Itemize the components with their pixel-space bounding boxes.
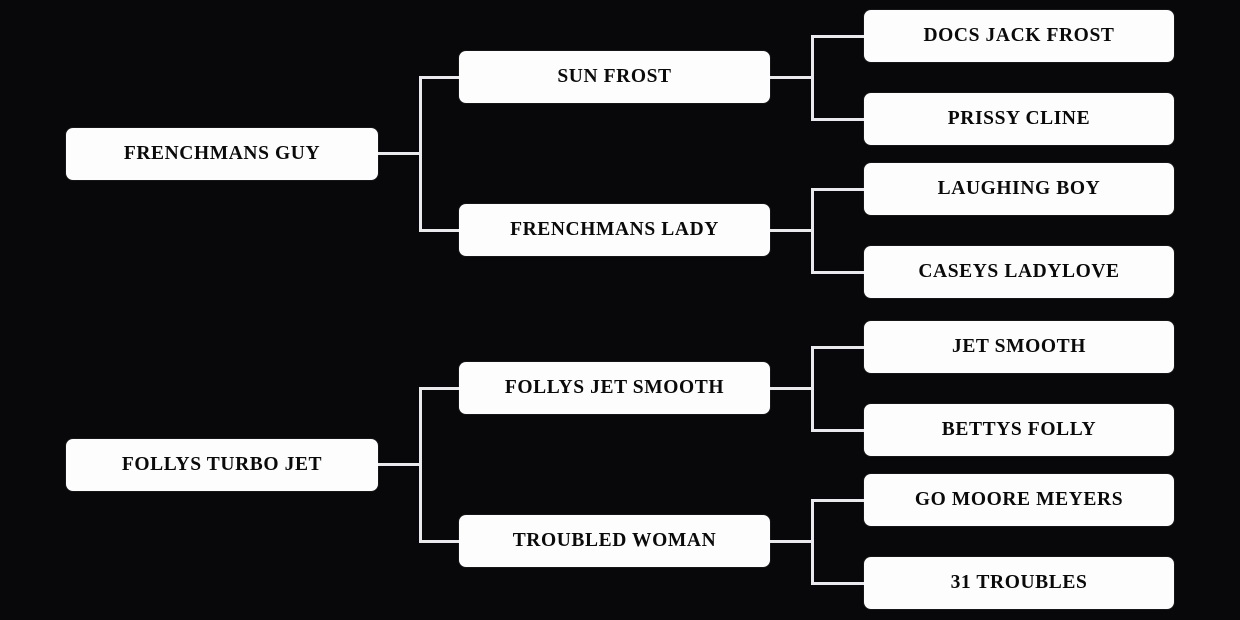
pedigree-node-grandparent-1[interactable]: JET SMOOTH <box>864 321 1174 373</box>
pedigree-node-grandparent-3[interactable]: GO MOORE MEYERS <box>864 474 1174 526</box>
connector-root-stub <box>378 463 422 466</box>
connector-to-parent-2 <box>419 540 461 543</box>
connector-root-spine-upper <box>419 76 422 156</box>
connector-to-grandparent-2 <box>811 429 867 432</box>
pedigree-node-label: FRENCHMANS GUY <box>123 143 321 165</box>
pedigree-node-label: TROUBLED WOMAN <box>512 530 717 552</box>
pedigree-node-label: GO MOORE MEYERS <box>914 489 1124 511</box>
connector-parent-2-stub <box>770 229 814 232</box>
connector-parent-2-stub <box>770 540 814 543</box>
connector-root-stub <box>378 152 422 155</box>
connector-parent-1-spine-upper <box>811 346 814 390</box>
pedigree-node-parent-dam[interactable]: TROUBLED WOMAN <box>459 515 770 567</box>
connector-parent-1-stub <box>770 76 814 79</box>
connector-to-grandparent-4 <box>811 582 867 585</box>
pedigree-node-label: SUN FROST <box>557 66 672 88</box>
connector-to-grandparent-3 <box>811 188 867 191</box>
connector-to-parent-1 <box>419 76 461 79</box>
connector-to-grandparent-1 <box>811 35 867 38</box>
pedigree-node-parent-sire[interactable]: FOLLYS JET SMOOTH <box>459 362 770 414</box>
pedigree-tree-frenchmans-guy: FRENCHMANS GUY SUN FROST FRENCHMANS LADY… <box>0 0 1240 309</box>
pedigree-tree-follys-turbo-jet: FOLLYS TURBO JET FOLLYS JET SMOOTH TROUB… <box>0 311 1240 620</box>
connector-parent-1-spine-lower <box>811 76 814 120</box>
pedigree-node-root[interactable]: FOLLYS TURBO JET <box>66 439 378 491</box>
pedigree-node-grandparent-4[interactable]: CASEYS LADYLOVE <box>864 246 1174 298</box>
pedigree-node-label: LAUGHING BOY <box>937 178 1101 200</box>
pedigree-node-label: 31 TROUBLES <box>950 572 1088 594</box>
pedigree-node-parent-sire[interactable]: SUN FROST <box>459 51 770 103</box>
connector-to-parent-1 <box>419 387 461 390</box>
pedigree-node-root[interactable]: FRENCHMANS GUY <box>66 128 378 180</box>
pedigree-node-grandparent-4[interactable]: 31 TROUBLES <box>864 557 1174 609</box>
connector-parent-2-spine-upper <box>811 499 814 543</box>
connector-to-parent-2 <box>419 229 461 232</box>
pedigree-node-grandparent-2[interactable]: BETTYS FOLLY <box>864 404 1174 456</box>
pedigree-node-grandparent-2[interactable]: PRISSY CLINE <box>864 93 1174 145</box>
pedigree-node-label: JET SMOOTH <box>951 336 1087 358</box>
connector-parent-1-stub <box>770 387 814 390</box>
pedigree-node-label: DOCS JACK FROST <box>923 25 1115 47</box>
pedigree-node-label: PRISSY CLINE <box>947 108 1091 130</box>
connector-parent-1-spine-lower <box>811 387 814 431</box>
connector-parent-2-spine-upper <box>811 188 814 232</box>
pedigree-node-label: CASEYS LADYLOVE <box>918 261 1120 283</box>
connector-root-spine-lower <box>419 463 422 543</box>
connector-to-grandparent-3 <box>811 499 867 502</box>
pedigree-node-label: FOLLYS JET SMOOTH <box>504 377 725 399</box>
connector-parent-1-spine-upper <box>811 35 814 79</box>
connector-root-spine-lower <box>419 152 422 232</box>
connector-to-grandparent-4 <box>811 271 867 274</box>
connector-parent-2-spine-lower <box>811 229 814 273</box>
pedigree-node-label: FRENCHMANS LADY <box>510 219 719 241</box>
pedigree-node-label: FOLLYS TURBO JET <box>121 454 323 476</box>
pedigree-node-grandparent-3[interactable]: LAUGHING BOY <box>864 163 1174 215</box>
connector-to-grandparent-1 <box>811 346 867 349</box>
connector-root-spine-upper <box>419 387 422 467</box>
connector-to-grandparent-2 <box>811 118 867 121</box>
pedigree-node-label: BETTYS FOLLY <box>941 419 1097 441</box>
pedigree-node-grandparent-1[interactable]: DOCS JACK FROST <box>864 10 1174 62</box>
connector-parent-2-spine-lower <box>811 540 814 584</box>
pedigree-node-parent-dam[interactable]: FRENCHMANS LADY <box>459 204 770 256</box>
